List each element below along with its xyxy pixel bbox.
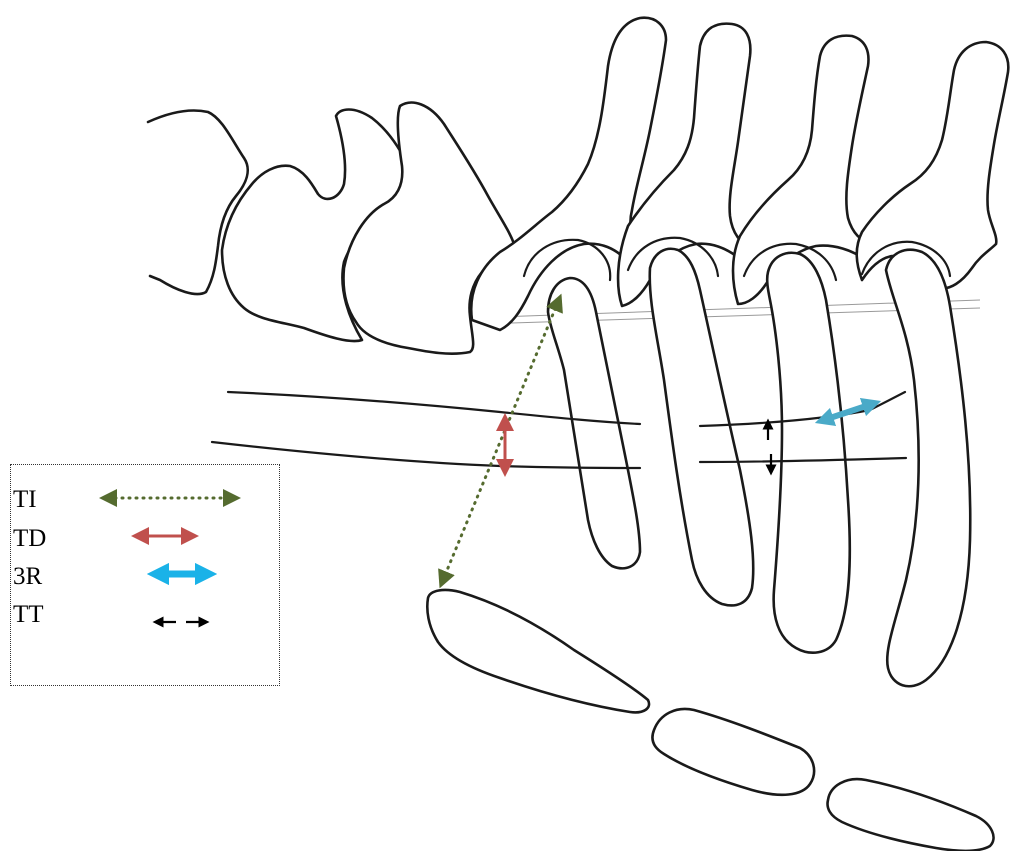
legend-label-ti: TI — [13, 487, 37, 512]
sternebra-1 — [427, 590, 649, 712]
legend-label-tt: TT — [13, 602, 44, 627]
cervical-vertebrae — [148, 103, 514, 354]
legend-label-td: TD — [13, 526, 46, 551]
sternebra-2 — [652, 709, 814, 795]
rib-4 — [886, 250, 970, 686]
legend: TI TD 3R TT — [10, 464, 280, 686]
legend-label-3r: 3R — [13, 564, 42, 589]
sternebra-3 — [828, 779, 994, 851]
